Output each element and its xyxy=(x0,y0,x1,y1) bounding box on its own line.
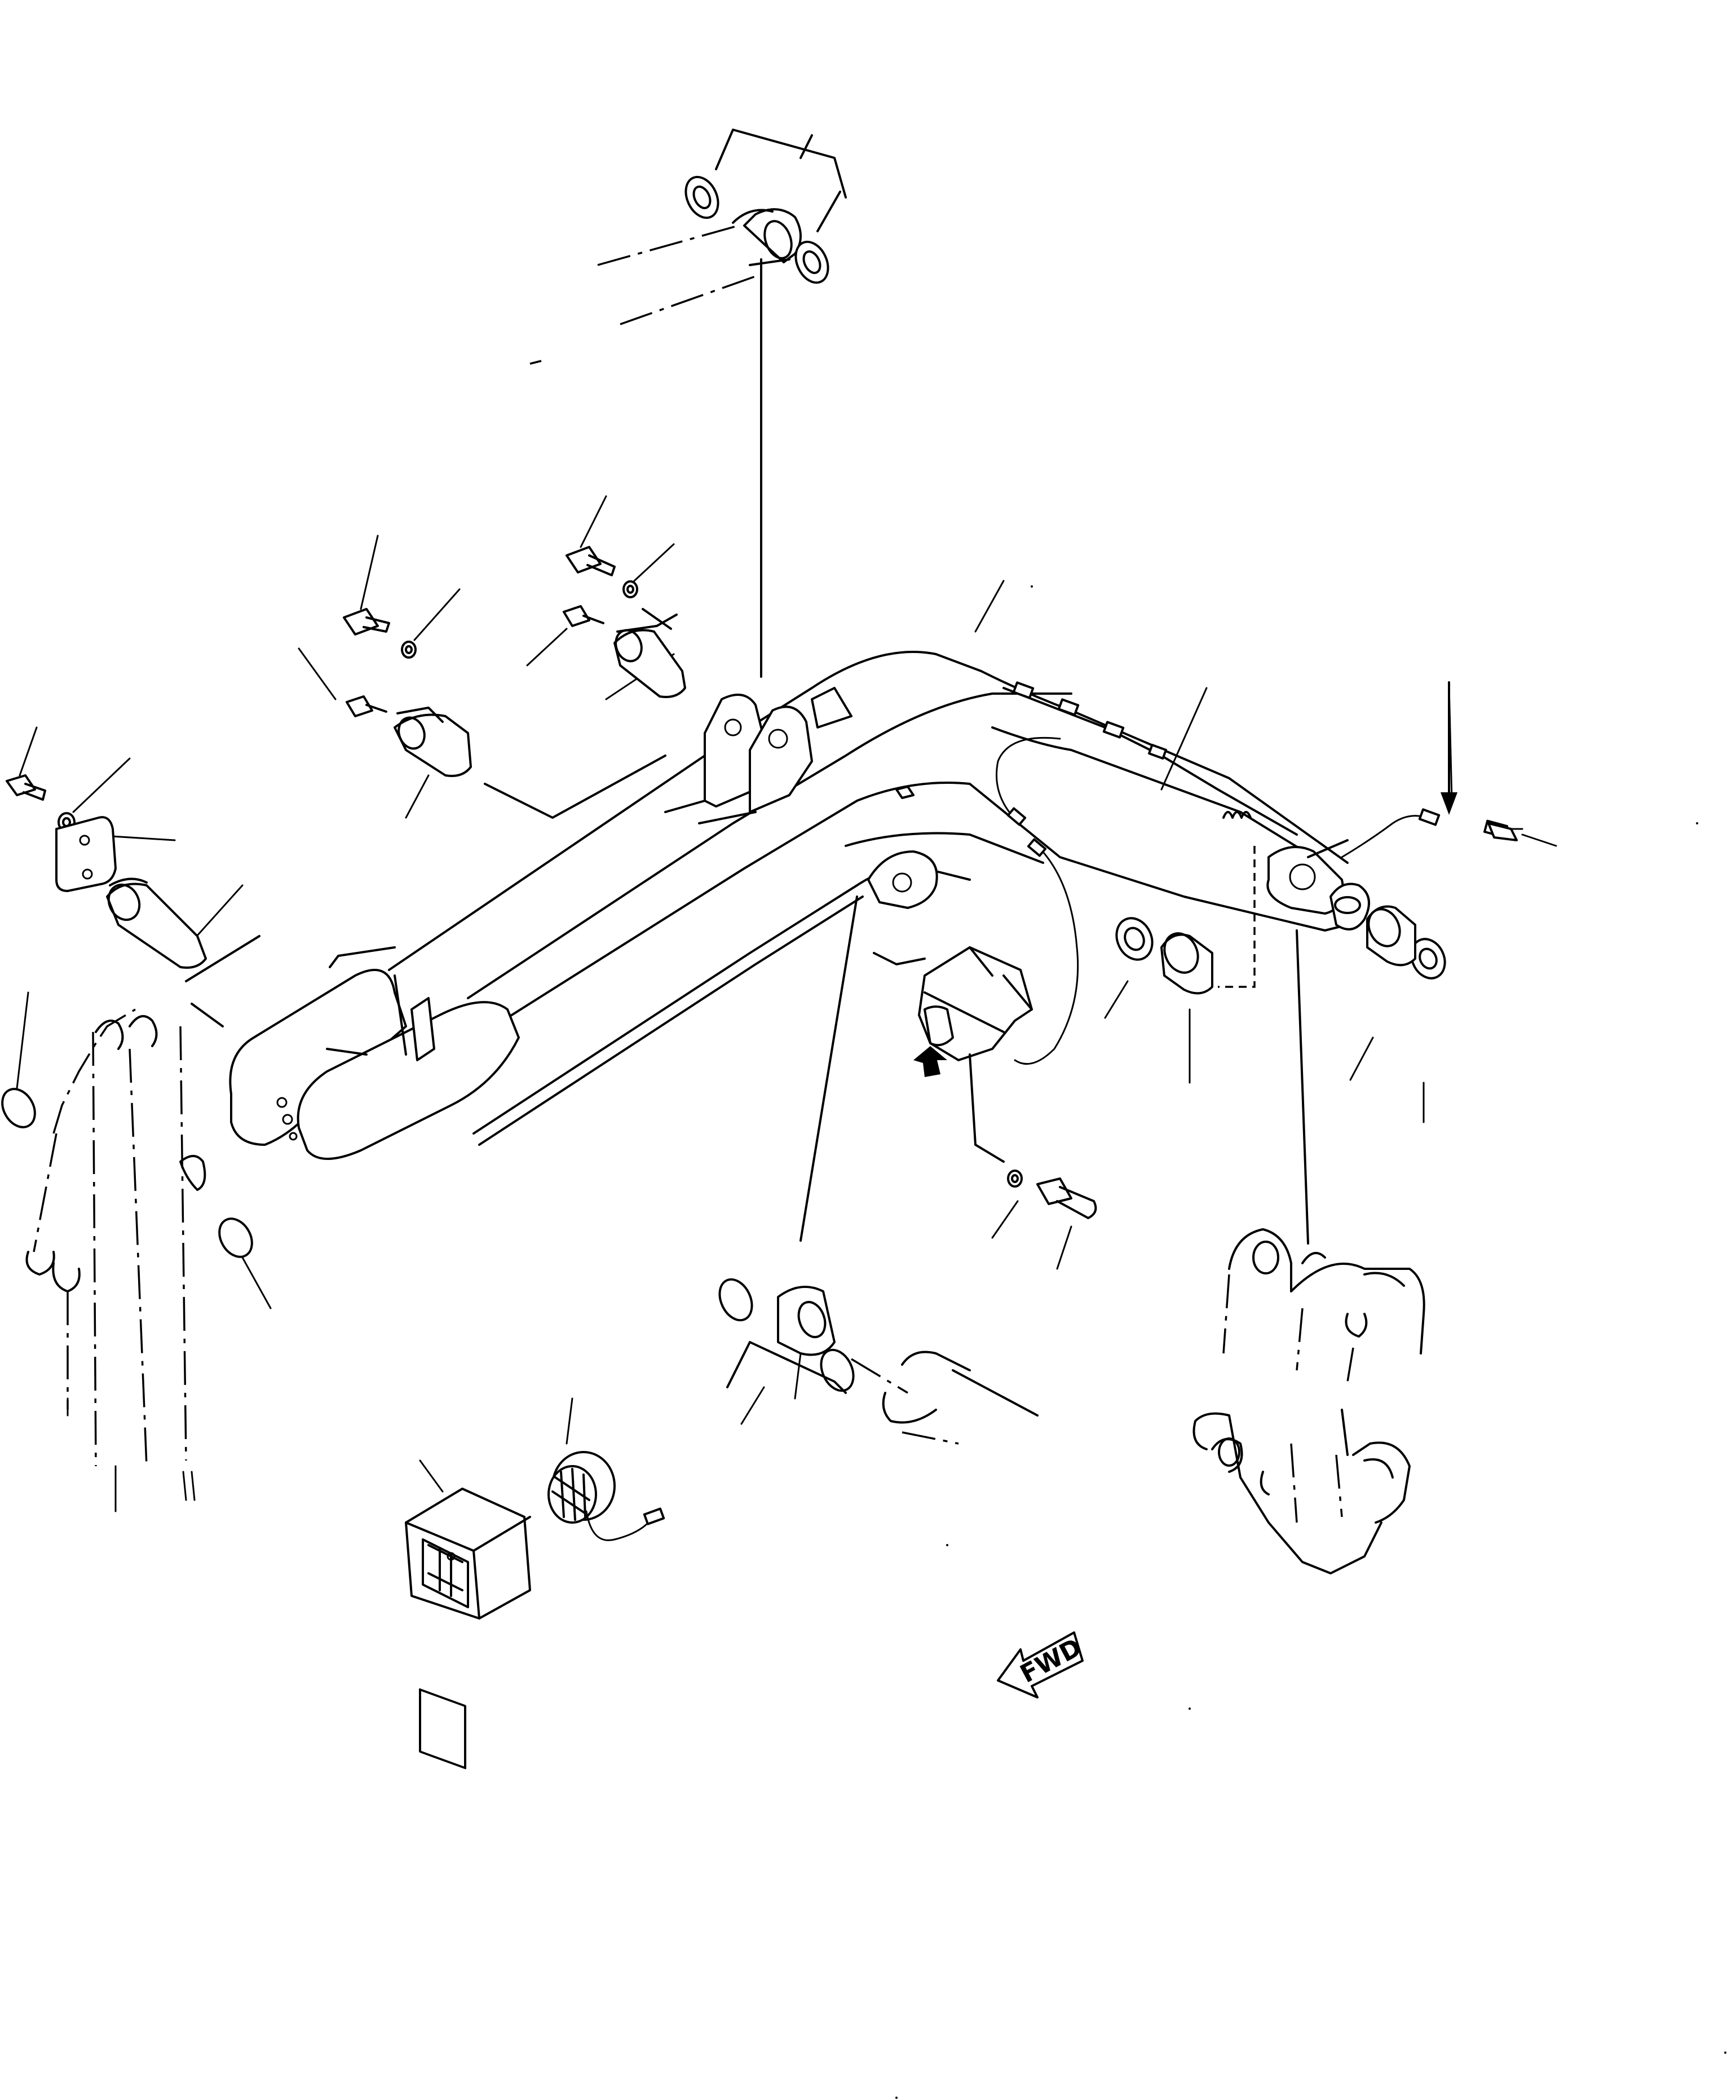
wiring-harness xyxy=(996,736,1523,1065)
arrow-up-icon xyxy=(913,1046,947,1077)
scan-specks xyxy=(895,585,1726,2099)
boom-top-pin xyxy=(1218,839,1349,1245)
leader-lines xyxy=(16,495,1453,1493)
lock-plate xyxy=(55,816,117,892)
shim xyxy=(1,1088,855,1392)
work-lamp xyxy=(405,1488,531,1770)
work-lamp-bracket xyxy=(873,946,1033,1163)
arm-cylinder-foot-pin xyxy=(394,608,686,819)
fwd-direction-indicator: FWD xyxy=(997,1631,1086,1698)
connector xyxy=(1006,807,1508,857)
work-lamp-head xyxy=(547,1451,665,1541)
revolving-frame-bracket xyxy=(1192,1228,1425,1574)
boom-cylinder xyxy=(726,895,1039,1445)
bushing xyxy=(1160,905,1416,995)
bolt xyxy=(6,546,1097,1219)
arm xyxy=(25,1008,206,1512)
boom-foot-pin xyxy=(106,877,260,1027)
fwd-label: FWD xyxy=(1015,1633,1086,1689)
boom xyxy=(229,651,1370,1160)
arrow-down-icon xyxy=(1441,681,1457,815)
dust-seal xyxy=(1115,917,1446,980)
grease-fitting xyxy=(346,605,915,799)
harness-connector-end xyxy=(1487,822,1557,847)
boom-cylinder-head-pin xyxy=(529,129,847,678)
washer xyxy=(58,580,1023,1188)
